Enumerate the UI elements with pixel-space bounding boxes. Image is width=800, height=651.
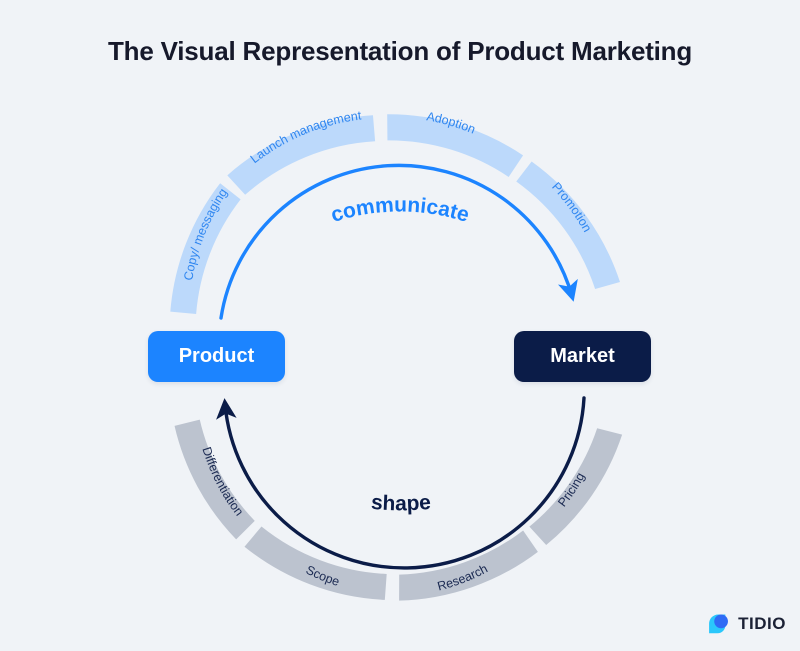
shape-label: shape [370,491,431,515]
node-product-label: Product [178,345,255,367]
tidio-logo-text: TIDIO [738,614,786,633]
tidio-logo-icon [709,614,728,634]
page-title: The Visual Representation of Product Mar… [107,36,693,66]
shape-arrow [216,396,586,570]
top-arc-segment-3[interactable] [516,161,620,290]
communicate-label: communicate [328,193,472,226]
node-market[interactable]: Market [514,331,651,382]
bottom-arc-segment-2[interactable] [399,530,538,601]
tidio-logo[interactable]: TIDIO [706,607,786,641]
top-arc-label-0: Copy/ messaging [181,186,230,282]
bottom-arc-segments [174,419,623,601]
top-arc-segment-0[interactable] [170,183,241,314]
top-arc-segments [170,114,620,314]
bottom-arc-segment-3[interactable] [529,428,623,545]
top-arc-segment-1[interactable] [227,115,376,195]
node-product[interactable]: Product [148,331,285,382]
node-market-label: Market [550,345,615,367]
bottom-arc-segment-1[interactable] [244,526,387,600]
communicate-arrow [219,163,578,320]
top-arc-segment-2[interactable] [387,114,524,178]
bottom-arc-segment-0[interactable] [174,419,255,540]
